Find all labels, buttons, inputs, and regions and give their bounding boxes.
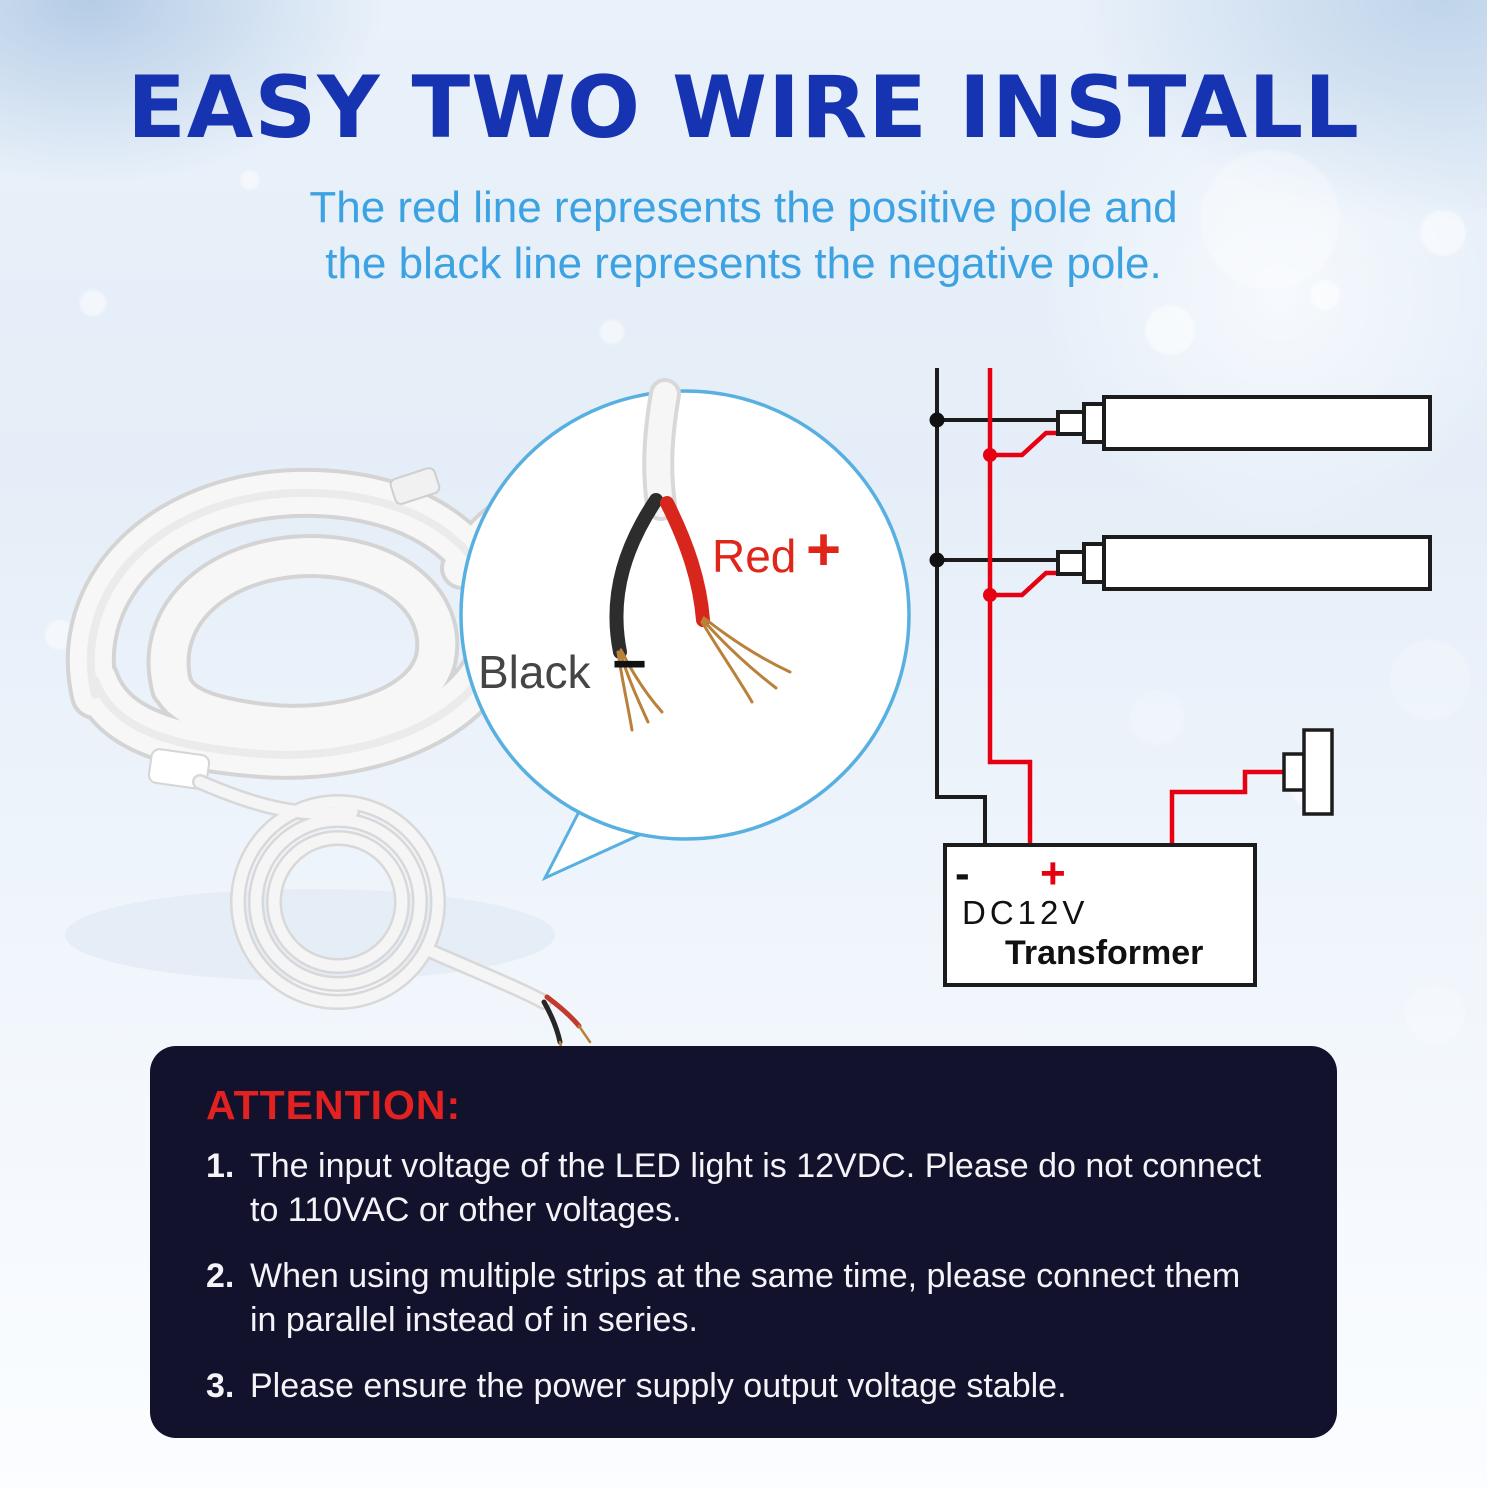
attention-item-2: 2. When using multiple strips at the sam… (206, 1255, 1281, 1342)
transformer-box: - + DC12V Transformer (943, 843, 1257, 987)
negative-bus-wire (935, 368, 987, 845)
page-subtitle: The red line represents the positive pol… (0, 180, 1487, 293)
header: EASY TWO WIRE INSTALL The red line repre… (0, 58, 1487, 293)
positive-terminal-symbol: + (1040, 849, 1066, 898)
cable (194, 776, 358, 820)
copper-strand (619, 648, 664, 714)
strip-loop (150, 537, 456, 744)
attention-item-number: 1. (206, 1147, 235, 1185)
callout-bubble (459, 389, 911, 841)
tube1-plug-stub (1056, 410, 1086, 436)
wire-detail-callout: Red + Black − (459, 378, 911, 882)
strip-connector-clip (389, 467, 441, 505)
cable-coil (232, 796, 444, 1008)
wiring-diagram: - + DC12V Transformer (929, 368, 1432, 987)
negative-wiring (935, 368, 1058, 845)
tube2-end-cap (1082, 542, 1106, 584)
bokeh-decoration (1420, 210, 1466, 256)
bokeh-decoration (240, 170, 260, 190)
attention-heading: ATTENTION: (206, 1082, 462, 1128)
negative-terminal-symbol: - (955, 849, 970, 898)
attention-panel: ATTENTION: 1. The input voltage of the L… (150, 1046, 1337, 1438)
red-wire-label: Red (712, 530, 796, 582)
junction-dot-red (983, 588, 997, 602)
bokeh-decoration (80, 290, 106, 316)
copper-strand (616, 650, 634, 732)
cable-coil (268, 832, 408, 972)
attention-item-number: 2. (206, 1257, 235, 1296)
attention-item-3: 3. Please ensure the power supply output… (206, 1365, 1281, 1409)
junction-dot (929, 552, 945, 568)
bokeh-decoration (1200, 150, 1340, 290)
black-wire-label: Black (478, 646, 591, 698)
cable-jacket (646, 382, 677, 517)
subtitle-line-2: the black line represents the negative p… (325, 239, 1162, 289)
output-positive-wire (1169, 769, 1284, 845)
tube1-end-cap (1082, 402, 1106, 444)
tube2-positive-lead (990, 570, 1058, 598)
transformer-outline (943, 843, 1257, 987)
copper-strand (701, 618, 778, 690)
bokeh-decoration (1405, 985, 1465, 1045)
junction-dot-red (983, 448, 997, 462)
black-wire (609, 493, 663, 659)
attention-item-text: The input voltage of the LED light is 12… (250, 1147, 1262, 1229)
negative-symbol: − (612, 630, 647, 697)
tube1-body (1102, 395, 1432, 451)
subtitle-line-1: The red line represents the positive pol… (309, 183, 1178, 232)
led-tube-1 (1056, 395, 1432, 451)
attention-item-1: 1. The input voltage of the LED light is… (206, 1145, 1281, 1232)
positive-bus-wire (987, 368, 1033, 845)
positive-wiring (987, 368, 1284, 845)
copper-strand (618, 650, 650, 724)
power-cable-product-image (192, 774, 592, 1064)
copper-strand (700, 620, 754, 704)
positive-symbol: + (806, 516, 841, 583)
red-wire (660, 496, 710, 627)
transformer-label: Transformer (1005, 934, 1203, 972)
junction-dot (929, 412, 945, 428)
dc-plug-tip (1282, 752, 1306, 792)
page-title: EASY TWO WIRE INSTALL (127, 58, 1360, 158)
bokeh-decoration (1145, 305, 1195, 355)
cable-red-wire-tip (544, 994, 582, 1029)
attention-item-number: 3. (206, 1367, 235, 1406)
transformer-voltage-label: DC12V (962, 894, 1088, 931)
led-tube-2 (1056, 535, 1432, 591)
bokeh-decoration (1130, 690, 1185, 745)
copper-strands (616, 616, 792, 732)
cable (422, 944, 550, 1008)
tube2-plug-stub (1056, 550, 1086, 576)
cable-black-wire-tip (541, 999, 563, 1045)
bokeh-decoration (600, 320, 624, 344)
copper-strand (577, 1024, 592, 1044)
attention-item-text: When using multiple strips at the same t… (250, 1257, 1241, 1339)
bokeh-decoration (1390, 640, 1470, 720)
bokeh-decoration (1310, 280, 1340, 310)
attention-item-text: Please ensure the power supply output vo… (250, 1367, 1067, 1406)
copper-strand (702, 616, 792, 674)
dc-plug-icon (1282, 728, 1334, 816)
tube2-body (1102, 535, 1432, 591)
tube1-positive-lead (990, 430, 1058, 458)
cable-coil (250, 814, 426, 990)
dc-plug-body (1302, 728, 1334, 816)
